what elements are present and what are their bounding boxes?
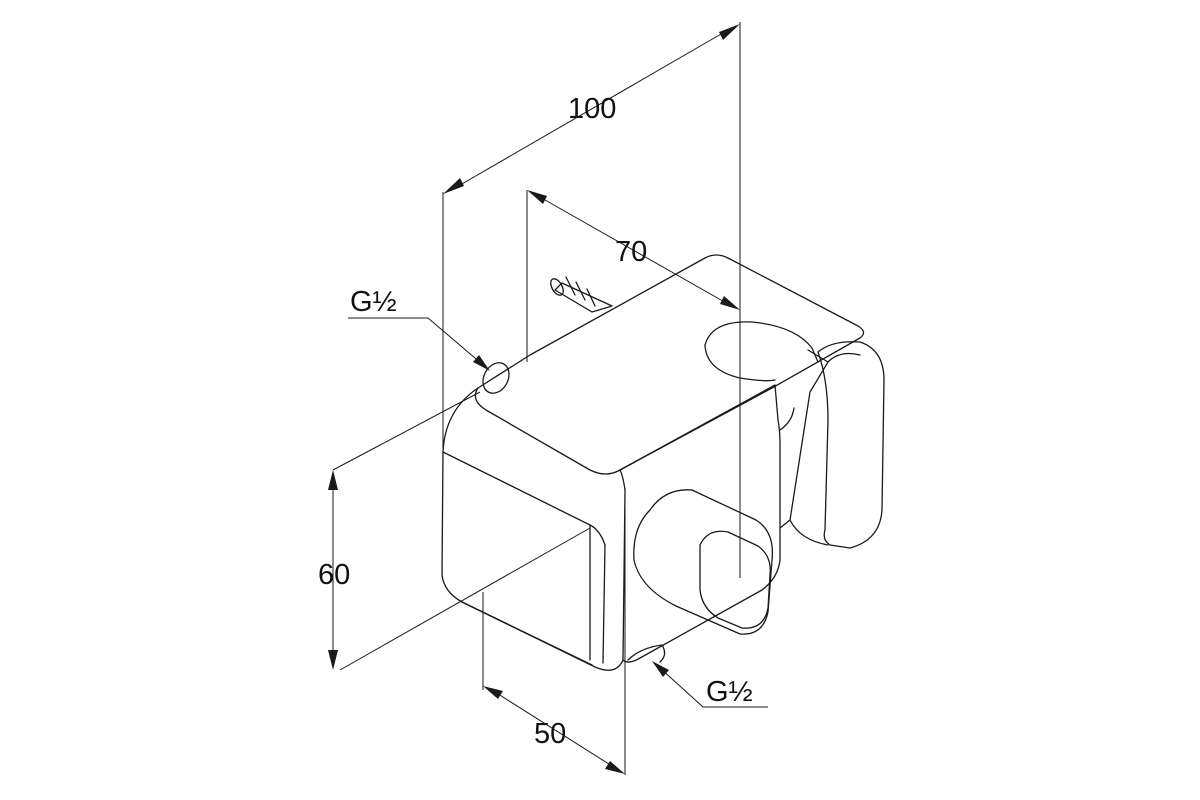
- body-front-face: [441, 387, 626, 671]
- thread-leader-bottom: [659, 667, 768, 708]
- thread-label-bottom: G½: [706, 676, 753, 708]
- dim-50-line: [494, 691, 613, 767]
- dim-100-line: [454, 29, 729, 189]
- dim-50-arrow-end: [605, 761, 625, 774]
- dim-70-arrow-start: [527, 190, 547, 204]
- wall-screw: [550, 276, 613, 313]
- clamp-plate: [779, 341, 885, 549]
- dim-60-label: 60: [318, 559, 350, 591]
- body-side-face: [619, 384, 781, 663]
- thread-leader-rear: [348, 317, 483, 365]
- dim-60-arrow-bottom: [328, 650, 338, 670]
- dim-60-arrow-top: [328, 470, 338, 490]
- body-top-face: [474, 254, 865, 475]
- dimension-lines: [328, 22, 768, 775]
- shower-holder-body: [441, 254, 885, 671]
- thread-label-rear: G½: [350, 286, 397, 318]
- dimension-labels: 100 70 60 50 G½ G½: [318, 93, 753, 750]
- dim-100-label: 100: [568, 93, 616, 125]
- dim-70-line: [537, 195, 729, 305]
- dim-70-label: 70: [615, 236, 647, 268]
- dim-50-arrow-start: [483, 686, 503, 699]
- rear-inlet-stub: [482, 362, 510, 394]
- dim-70-arrow-end: [720, 296, 740, 310]
- dim-100-arrow-end: [719, 24, 740, 40]
- front-connector-button: [633, 489, 774, 635]
- dim-50-label: 50: [534, 718, 566, 750]
- dim-100-arrow-start: [443, 178, 464, 194]
- bottom-inlet-stub: [627, 644, 666, 663]
